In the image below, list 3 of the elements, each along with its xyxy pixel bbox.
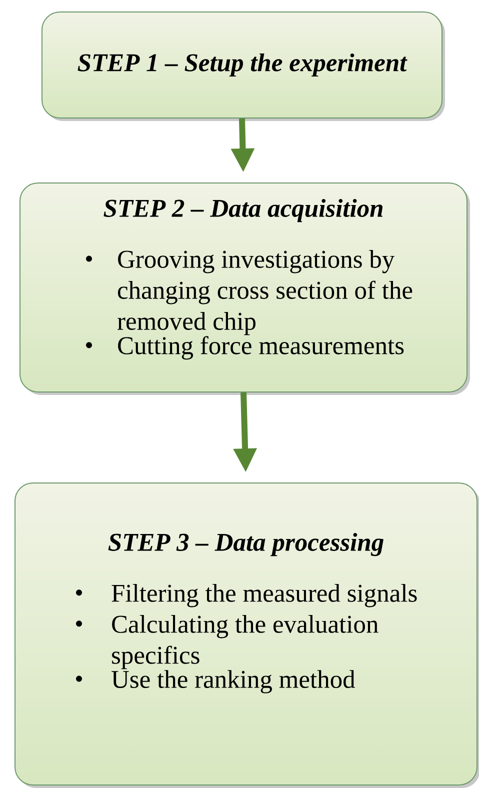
step-box: STEP 1 – Setup the experiment bbox=[42, 12, 445, 121]
step-box: STEP 3 – Data processing Filtering the measured signals Calculating the evaluation specifics Use the ranking method bbox=[14, 482, 479, 788]
step-box: STEP 2 – Data acquisition Grooving investigations by changing cross section of the removed chip Cutting force measurements bbox=[20, 182, 470, 395]
